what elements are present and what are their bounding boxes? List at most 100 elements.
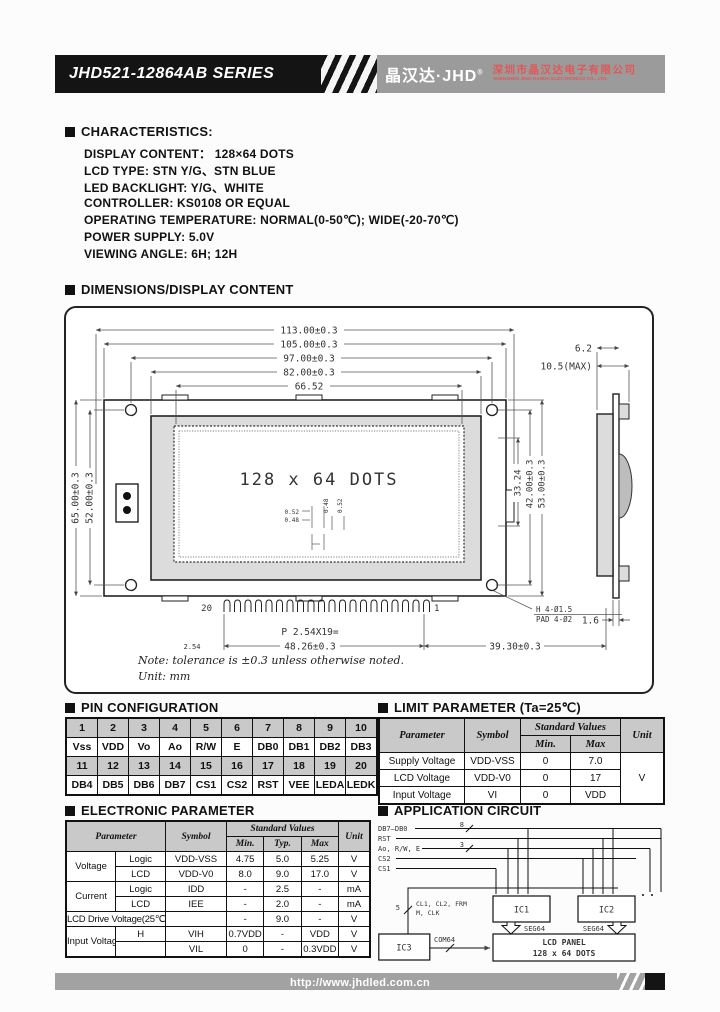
- characteristics-title-text: CHARACTERISTICS:: [81, 124, 213, 139]
- pitch-dims: 2.54 P 2.54X19= 48.26±0.3 39.30±0.3: [184, 608, 607, 653]
- drawing-frame: 128 x 64 DOTS 0.52 0.48 0.48 0.52 113.00…: [64, 306, 654, 694]
- typ-cell: 2.5: [263, 881, 302, 897]
- signal-label: Ao, R/W, E: [378, 845, 420, 853]
- limit-parameter-table: Parameter Symbol Standard Values Unit Mi…: [378, 717, 665, 805]
- min-cell: 0.7VDD: [225, 926, 265, 942]
- pin-name-cell: VEE: [283, 775, 315, 796]
- col-header: Min.: [520, 735, 571, 753]
- max-cell: -: [300, 896, 340, 912]
- hole-note-line1: H 4-Ø1.5: [536, 605, 572, 614]
- max-cell: -: [300, 881, 340, 897]
- spec-line: POWER SUPPLY: 5.0V: [84, 230, 215, 244]
- pin-name-cell: DB7: [159, 775, 191, 796]
- section-square-icon: [65, 702, 75, 713]
- dimension-drawing: 128 x 64 DOTS 0.52 0.48 0.48 0.52 113.00…: [69, 324, 633, 683]
- dot-dim-label: 0.52: [285, 509, 300, 516]
- table-row: LCD Drive Voltage(25℃) - 9.0 - V: [65, 911, 371, 927]
- dim-label: 66.52: [295, 382, 324, 393]
- circuit-drop-lines: [403, 828, 662, 934]
- spec-line: CONTROLLER: KS0108 OR EQUAL: [84, 196, 291, 210]
- symbol-cell: VDD-VSS: [464, 752, 521, 770]
- max-cell: 17: [570, 769, 621, 787]
- app-circuit-title: APPLICATION CIRCUIT: [378, 803, 541, 818]
- pin-name-cell: DB0: [252, 737, 284, 757]
- typ-cell: 9.0: [263, 866, 302, 882]
- param-group-cell: LCD Drive Voltage(25℃): [65, 911, 166, 927]
- dim-label: 113.00±0.3: [280, 326, 337, 337]
- company-block: 深圳市晶汉达电子有限公司 SHENZHEN JING HANDA ELECTRO…: [493, 65, 637, 82]
- unit-cell: V: [338, 926, 371, 942]
- pin-number-cell: 3: [128, 717, 160, 738]
- max-cell: 7.0: [570, 752, 621, 770]
- param-group-cell: Input Voltage: [65, 926, 117, 958]
- unit-cell: V: [338, 851, 371, 867]
- table-row: Parameter Symbol Standard Values Unit: [65, 820, 371, 852]
- pin-number-cell: 2: [97, 717, 129, 738]
- seg-right-label: SEG64: [583, 925, 604, 933]
- param-sub-cell: Logic: [115, 851, 166, 867]
- param-sub-cell: H: [115, 926, 166, 942]
- registered-mark: ®: [477, 69, 484, 77]
- pin-number-1: 1: [434, 604, 439, 614]
- dim-label: 82.00±0.3: [283, 368, 334, 379]
- pin-name-cell: DB1: [283, 737, 315, 757]
- col-header: Symbol: [165, 820, 227, 852]
- dimensions-title: DIMENSIONS/DISPLAY CONTENT: [65, 282, 294, 297]
- max-cell: VDD: [570, 786, 621, 805]
- dim-label: 2.54: [184, 643, 201, 651]
- footer-bar: http://www.jhdled.com.cn: [55, 973, 665, 990]
- bus-width-label: 8: [460, 822, 464, 829]
- limit-param-title: LIMIT PARAMETER (Ta=25℃): [378, 700, 581, 716]
- param-cell: Input Voltage: [378, 786, 465, 805]
- mount-tabs: [161, 394, 515, 602]
- pin-name-cell: DB6: [128, 775, 160, 796]
- typ-cell: 5.0: [263, 851, 302, 867]
- characteristics-list: DISPLAY CONTENT： 128×64 DOTS LCD TYPE: S…: [84, 145, 459, 264]
- footer-url: http://www.jhdled.com.cn: [289, 977, 430, 989]
- pin-number-cell: 6: [221, 717, 253, 738]
- com-label: COM64: [434, 936, 455, 944]
- circuit-boxes: IC1 IC2 IC3 LCD PANEL 128 x 64 DOTS: [378, 895, 636, 962]
- lcd-panel-dots-label: 128 x 64 DOTS: [533, 949, 596, 958]
- pin-number-20: 20: [201, 604, 212, 614]
- pin-number-cell: 19: [314, 756, 346, 776]
- signal-label: RST: [378, 835, 391, 843]
- seg-arrow-left-icon: [500, 921, 522, 935]
- min-cell: 4.75: [225, 851, 265, 867]
- symbol-cell: [165, 911, 227, 927]
- section-square-icon: [65, 284, 75, 295]
- param-group-cell: Current: [65, 881, 117, 912]
- dot-dim-label: 0.48: [323, 498, 330, 513]
- pin-number-cell: 11: [65, 756, 98, 776]
- dim-label: 48.26±0.3: [284, 642, 335, 653]
- table-row: LCD Voltage VDD-V0 0 17: [378, 769, 664, 787]
- symbol-cell: IDD: [165, 881, 227, 897]
- circuit-signal-labels: DB7–DB0 RST Ao, R/W, E CS2 CS1 8 3: [378, 822, 464, 873]
- pin-config-title: PIN CONFIGURATION: [65, 700, 219, 715]
- pin-number-cell: 7: [252, 717, 284, 738]
- electronic-param-title: ELECTRONIC PARAMETER: [65, 803, 254, 818]
- min-cell: -: [225, 911, 265, 927]
- bus-width-label: 3: [460, 841, 464, 849]
- signal-label: CS1: [378, 865, 391, 873]
- electronic-param-title-text: ELECTRONIC PARAMETER: [81, 803, 255, 818]
- pin-name-cell: DB3: [345, 737, 378, 757]
- pin-number-cell: 18: [283, 756, 315, 776]
- symbol-cell: VIH: [165, 926, 227, 942]
- dot-pitch-detail: 0.52 0.48 0.48 0.52: [285, 498, 345, 550]
- min-cell: 0: [520, 752, 571, 770]
- ic2-box: [577, 895, 636, 923]
- clock-bus-labels: 5 CL1, CL2, FRM M, CLK: [396, 900, 467, 917]
- typ-cell: -: [263, 941, 302, 958]
- param-cell: LCD Voltage: [378, 769, 465, 787]
- dim-label: 52.00±0.3: [85, 472, 96, 523]
- pin-name-cell: DB4: [65, 775, 98, 796]
- dim-label: 33.24: [514, 469, 524, 496]
- pin-number-cell: 17: [252, 756, 284, 776]
- ellipsis-dot: [642, 894, 644, 896]
- side-connector: [115, 483, 139, 523]
- param-cell: Supply Voltage: [378, 752, 465, 770]
- max-cell: 5.25: [300, 851, 340, 867]
